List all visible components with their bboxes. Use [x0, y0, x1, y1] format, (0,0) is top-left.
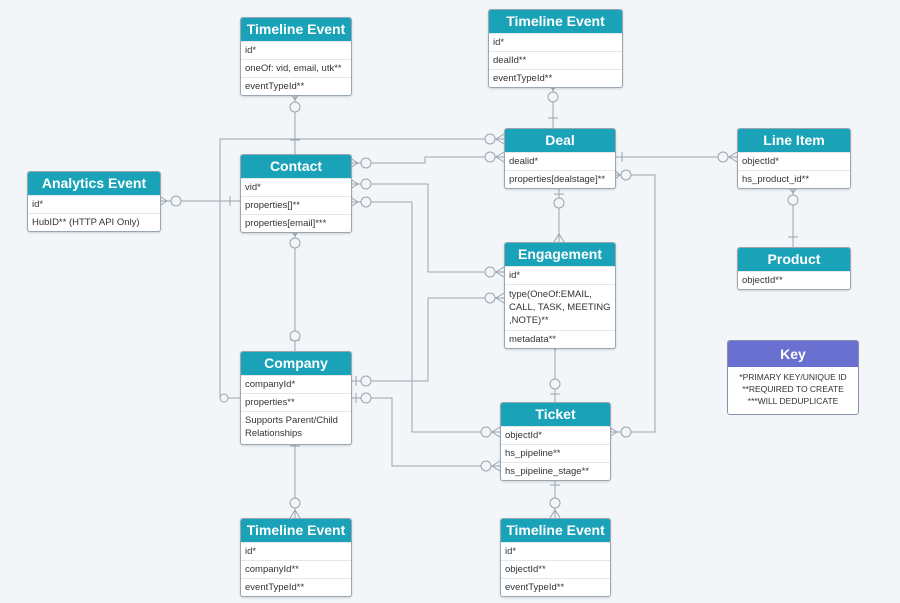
field: objectId**: [501, 560, 610, 578]
field: properties[dealstage]**: [505, 170, 615, 188]
field: properties[email]***: [241, 214, 351, 232]
link-deal-company: [219, 138, 504, 399]
link-contact-ticket: [350, 201, 500, 433]
entity-title: Timeline Event: [501, 519, 610, 542]
link-company-engagement: [350, 297, 504, 382]
key-line: *PRIMARY KEY/UNIQUE ID: [739, 372, 847, 382]
field: eventTypeId**: [241, 77, 351, 95]
field: properties[]**: [241, 196, 351, 214]
field: id*: [489, 33, 622, 51]
entity-deal[interactable]: Deal dealid* properties[dealstage]**: [504, 128, 616, 189]
entity-ticket[interactable]: Ticket objectId* hs_pipeline** hs_pipeli…: [500, 402, 611, 481]
field: objectId*: [738, 152, 850, 170]
key-line: ***WILL DEDUPLICATE: [747, 396, 839, 406]
entity-timeline-event-contact[interactable]: Timeline Event id* oneOf: vid, email, ut…: [240, 17, 352, 96]
entity-title: Contact: [241, 155, 351, 178]
entity-title: Product: [738, 248, 850, 271]
field: type(OneOf:EMAIL, CALL, TASK, MEETING ,N…: [505, 284, 615, 330]
field: Supports Parent/Child Relationships: [241, 411, 351, 444]
field: hs_pipeline_stage**: [501, 462, 610, 480]
entity-timeline-event-company[interactable]: Timeline Event id* companyId** eventType…: [240, 518, 352, 597]
field: metadata**: [505, 330, 615, 348]
entity-title: Timeline Event: [489, 10, 622, 33]
entity-analytics-event[interactable]: Analytics Event id* HubID** (HTTP API On…: [27, 171, 161, 232]
field: dealId**: [489, 51, 622, 69]
entity-company[interactable]: Company companyId* properties** Supports…: [240, 351, 352, 445]
field: hs_pipeline**: [501, 444, 610, 462]
field: oneOf: vid, email, utk**: [241, 59, 351, 77]
link-contact-engagement: [350, 183, 504, 273]
field: companyId**: [241, 560, 351, 578]
field: eventTypeId**: [241, 578, 351, 596]
entity-product[interactable]: Product objectId**: [737, 247, 851, 290]
entity-title: Timeline Event: [241, 18, 351, 41]
field: dealid*: [505, 152, 615, 170]
entity-title: Engagement: [505, 243, 615, 266]
entity-title: Company: [241, 352, 351, 375]
entity-title: Line Item: [738, 129, 850, 152]
entity-title: Analytics Event: [28, 172, 160, 195]
field: properties**: [241, 393, 351, 411]
entity-contact[interactable]: Contact vid* properties[]** properties[e…: [240, 154, 352, 233]
field: vid*: [241, 178, 351, 196]
link-contact-deal: [350, 156, 504, 164]
entity-line-item[interactable]: Line Item objectId* hs_product_id**: [737, 128, 851, 189]
entity-title: Ticket: [501, 403, 610, 426]
field: hs_product_id**: [738, 170, 850, 188]
entity-title: Timeline Event: [241, 519, 351, 542]
field: id*: [501, 542, 610, 560]
field: eventTypeId**: [501, 578, 610, 596]
field: id*: [505, 266, 615, 284]
field: id*: [241, 542, 351, 560]
entity-engagement[interactable]: Engagement id* type(OneOf:EMAIL, CALL, T…: [504, 242, 616, 349]
field: eventTypeId**: [489, 69, 622, 87]
legend-key: Key *PRIMARY KEY/UNIQUE ID **REQUIRED TO…: [727, 340, 859, 415]
entity-title: Deal: [505, 129, 615, 152]
key-line: **REQUIRED TO CREATE: [742, 384, 844, 394]
field: companyId*: [241, 375, 351, 393]
field: objectId*: [501, 426, 610, 444]
field: id*: [241, 41, 351, 59]
field: objectId**: [738, 271, 850, 289]
entity-timeline-event-deal[interactable]: Timeline Event id* dealId** eventTypeId*…: [488, 9, 623, 88]
entity-timeline-event-ticket[interactable]: Timeline Event id* objectId** eventTypeI…: [500, 518, 611, 597]
link-deal-ticket: [609, 174, 656, 433]
key-title: Key: [728, 341, 858, 367]
field: HubID** (HTTP API Only): [28, 213, 160, 231]
field: id*: [28, 195, 160, 213]
